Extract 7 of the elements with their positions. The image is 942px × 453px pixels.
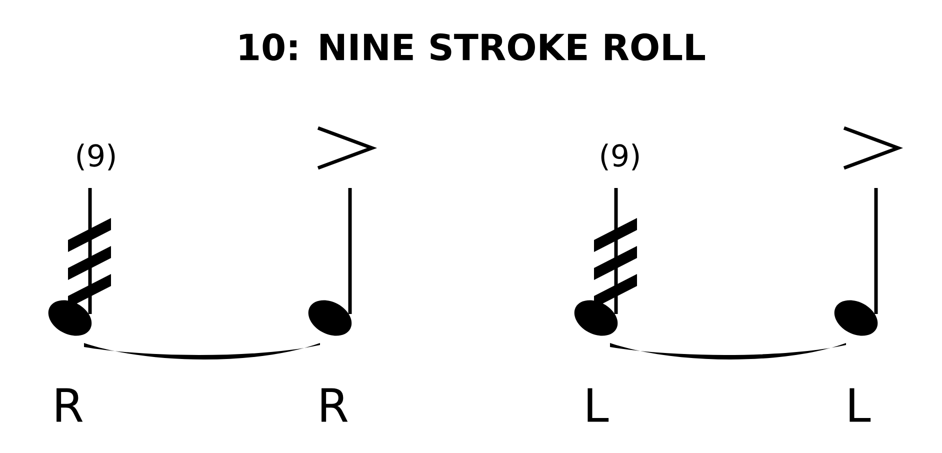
sticking-label: L	[588, 388, 609, 422]
sticking-label: L	[850, 388, 871, 422]
sticking-label: R	[56, 388, 83, 422]
title: 10: NINE STROKE ROLL	[240, 33, 705, 61]
sticking-label: (9)	[601, 144, 639, 170]
sticking-label: R	[322, 388, 348, 422]
sticking-label: (9)	[77, 144, 115, 170]
